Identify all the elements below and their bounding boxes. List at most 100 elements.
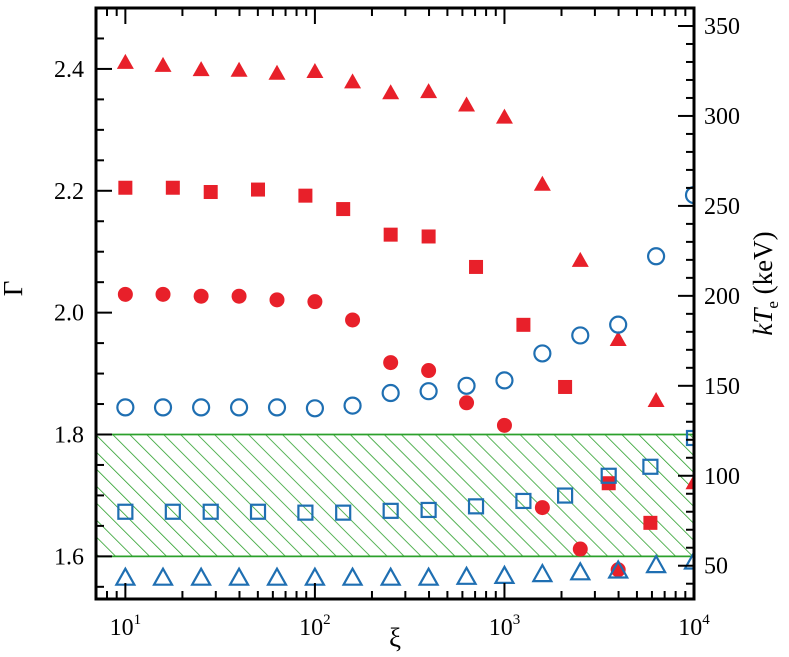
filled-red-triangle-marker (268, 64, 286, 80)
open-blue-circle-marker (343, 396, 362, 415)
open-blue-triangle-marker (569, 561, 592, 581)
filled-red-circle-marker (421, 363, 437, 379)
filled-red-triangle-marker (458, 96, 476, 112)
open-blue-circle-marker (533, 344, 552, 363)
y-right-tick-label: 100 (704, 464, 740, 490)
plot-frame (94, 6, 696, 601)
open-blue-triangle-marker (114, 566, 137, 586)
open-blue-triangle-marker (228, 566, 250, 586)
open-blue-circle-marker (305, 399, 325, 418)
open-blue-square-marker (642, 458, 659, 475)
open-blue-square-marker (335, 504, 352, 521)
filled-red-square-marker (421, 229, 436, 244)
filled-red-square-marker (298, 188, 313, 203)
filled-red-square-marker (383, 227, 398, 242)
data-marks (114, 53, 694, 586)
open-blue-circle-marker (495, 371, 514, 390)
open-blue-square-marker (117, 503, 134, 520)
filled-red-circle-marker (459, 395, 475, 411)
filled-red-square-marker (558, 379, 573, 394)
open-blue-circle-marker (381, 383, 400, 403)
filled-red-square-marker (469, 259, 484, 274)
open-blue-triangle-marker (493, 564, 516, 585)
x-tick-exponent: 3 (513, 612, 521, 628)
filled-red-triangle-marker (344, 73, 362, 89)
filled-red-square-marker (165, 180, 180, 195)
open-blue-circle-marker (571, 326, 590, 345)
open-blue-circle-marker (646, 247, 666, 266)
filled-red-triangle-marker (685, 474, 694, 490)
filled-red-square-marker (336, 202, 351, 217)
open-blue-triangle-marker (266, 566, 288, 586)
filled-red-triangle-marker (382, 84, 400, 100)
open-blue-circle-marker (419, 382, 438, 401)
open-blue-circle-marker (192, 398, 211, 417)
y-axis-right-title-main: kT (748, 307, 778, 336)
y-left-tick-label: 1.8 (54, 422, 84, 448)
x-tick-base: 10 (110, 615, 134, 641)
open-blue-triangle-marker (683, 550, 694, 570)
filled-red-circle-marker (117, 286, 133, 302)
y-axis-right-title: kTe (keV) (748, 231, 782, 335)
filled-red-circle-marker (496, 417, 512, 433)
open-blue-square-marker (467, 498, 485, 515)
x-tick-base: 10 (299, 615, 323, 641)
filled-red-triangle-marker (154, 56, 172, 72)
open-blue-square-marker (685, 429, 694, 447)
y-axis-left-title: Γ (0, 281, 28, 297)
filled-red-square-marker (203, 185, 218, 200)
x-tick-base: 10 (678, 615, 702, 641)
open-blue-triangle-marker (304, 566, 326, 586)
x-tick-label: 103 (489, 612, 521, 641)
y-right-tick-label: 350 (704, 14, 740, 40)
filled-red-triangle-marker (230, 61, 248, 77)
y-left-tick-label: 2.2 (54, 179, 84, 205)
filled-red-triangle-marker (116, 53, 134, 69)
filled-red-square-marker (516, 317, 531, 332)
open-blue-square-marker (515, 492, 532, 510)
filled-red-triangle-marker (571, 251, 589, 267)
open-blue-triangle-marker (341, 566, 364, 586)
filled-red-triangle-marker (420, 83, 438, 99)
open-blue-circle-marker (609, 315, 628, 334)
filled-red-circle-marker (345, 312, 361, 328)
open-blue-triangle-marker (455, 565, 478, 585)
open-blue-square-marker (164, 503, 181, 520)
y-right-tick-label: 50 (704, 554, 728, 580)
open-blue-triangle-marker (607, 559, 630, 579)
filled-red-triangle-marker (533, 175, 551, 191)
y-axis-right-title-subscript: e (763, 301, 782, 309)
y-right-tick-label: 300 (704, 104, 740, 130)
open-blue-triangle-marker (379, 566, 402, 586)
filled-red-circle-marker (572, 541, 588, 557)
filled-red-circle-marker (231, 288, 247, 304)
open-blue-circle-marker (267, 398, 287, 417)
filled-red-square-marker (251, 182, 266, 197)
x-axis-title: ξ (389, 623, 401, 653)
y-left-tick-label: 2.4 (54, 57, 84, 83)
open-blue-square-marker (420, 501, 437, 519)
open-blue-square-marker (202, 503, 219, 520)
x-tick-exponent: 1 (134, 612, 142, 628)
filled-red-square-marker (643, 515, 658, 530)
filled-red-triangle-marker (495, 108, 513, 124)
open-blue-circle-marker (153, 398, 173, 417)
open-blue-triangle-marker (645, 553, 667, 574)
axis-ticks (95, 7, 695, 599)
hatched-band (96, 434, 694, 557)
x-tick-base: 10 (489, 615, 513, 641)
open-blue-square-marker (382, 502, 399, 519)
filled-red-circle-marker (383, 355, 399, 371)
x-tick-label: 102 (299, 612, 331, 641)
open-blue-square-marker (249, 503, 267, 520)
open-blue-triangle-marker (531, 562, 554, 583)
open-blue-circle-marker (457, 376, 476, 395)
y-right-tick-label: 150 (704, 374, 740, 400)
filled-red-triangle-marker (609, 331, 627, 347)
x-tick-label: 101 (110, 612, 141, 641)
open-blue-triangle-marker (152, 566, 174, 586)
hatched-band-layer (96, 433, 694, 558)
filled-red-circle-marker (269, 292, 285, 308)
